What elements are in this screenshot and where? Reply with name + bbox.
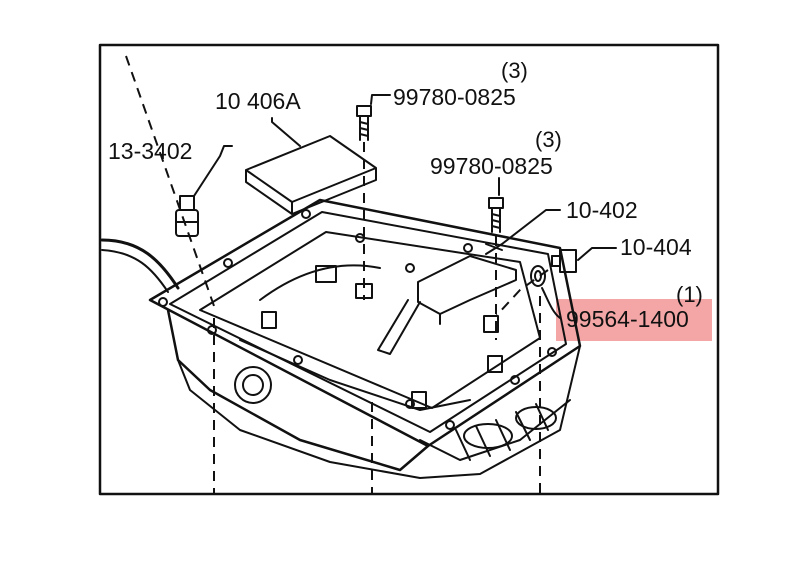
part-label-10-404: 10-404 bbox=[620, 234, 692, 260]
oil-pan-body bbox=[166, 308, 430, 472]
part-label-13-3402: 13-3402 bbox=[108, 138, 193, 164]
oil-pan-flange bbox=[148, 198, 582, 448]
part-label-99780-middle: 99780-0825 bbox=[430, 153, 553, 179]
part-label-99564-1400: 99564-1400 bbox=[566, 306, 689, 332]
sensor bbox=[175, 195, 199, 237]
drain-plug bbox=[551, 249, 577, 273]
baffle-plate bbox=[245, 135, 377, 215]
drain-gasket bbox=[530, 265, 546, 287]
flange-holes bbox=[158, 209, 557, 430]
quantity-label-middle-bolt: (3) bbox=[535, 127, 562, 152]
quantity-label-gasket: (1) bbox=[676, 282, 703, 307]
part-label-10406a: 10 406A bbox=[215, 88, 301, 114]
part-label-10-402: 10-402 bbox=[566, 197, 638, 223]
quantity-label-upper-bolt: (3) bbox=[501, 58, 528, 83]
hose bbox=[100, 238, 180, 290]
bolt-upper bbox=[356, 105, 372, 141]
part-label-99780-upper: 99780-0825 bbox=[393, 84, 516, 110]
diagram-frame bbox=[98, 43, 720, 496]
bolt-middle bbox=[488, 197, 504, 233]
highlighted-part-box bbox=[556, 299, 712, 341]
bracket bbox=[417, 255, 517, 325]
